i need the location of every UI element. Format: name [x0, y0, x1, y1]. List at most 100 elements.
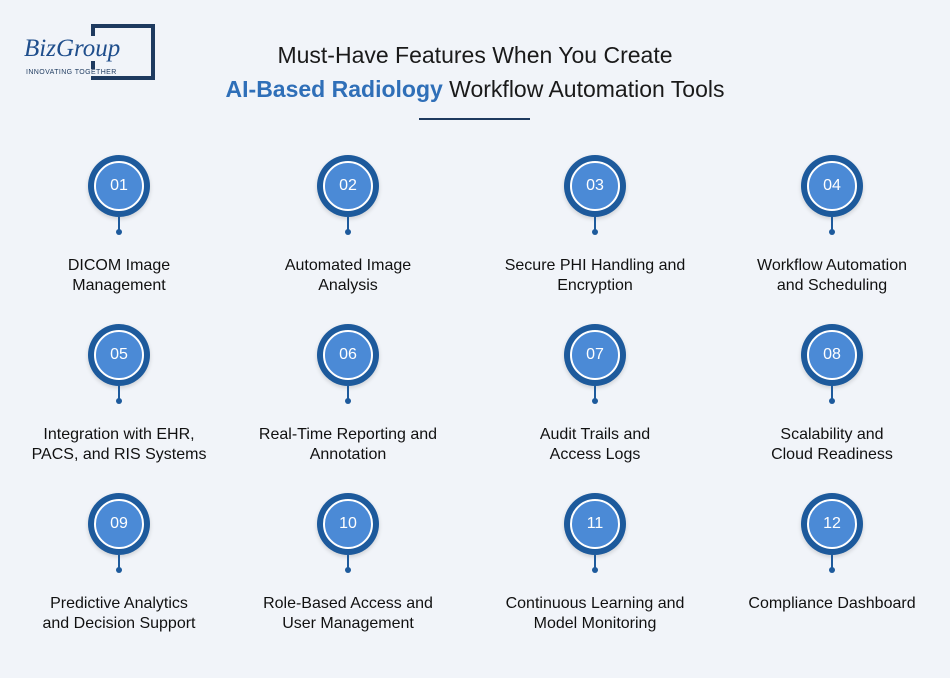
- title-line-1: Must-Have Features When You Create: [277, 42, 673, 68]
- connector-dot: [345, 398, 351, 404]
- feature-number-badge: 11: [564, 493, 626, 555]
- feature-label-line-2: PACS, and RIS Systems: [31, 446, 207, 463]
- feature-label-line-2: Access Logs: [549, 446, 641, 463]
- connector-line: [118, 555, 120, 569]
- connector-dot: [116, 229, 122, 235]
- feature-number: 05: [94, 330, 144, 380]
- feature-number-badge: 12: [801, 493, 863, 555]
- connector-dot: [592, 398, 598, 404]
- connector-dot: [592, 567, 598, 573]
- connector-dot: [829, 567, 835, 573]
- connector-line: [118, 386, 120, 400]
- connector-dot: [345, 229, 351, 235]
- feature-label-line-1: Real-Time Reporting and: [258, 426, 438, 443]
- feature-number: 09: [94, 499, 144, 549]
- feature-number-badge: 08: [801, 324, 863, 386]
- connector-line: [831, 386, 833, 400]
- feature-number-badge: 02: [317, 155, 379, 217]
- bizgroup-logo: BizGroup INNOVATING TOGETHER: [24, 24, 158, 84]
- connector-line: [594, 217, 596, 231]
- feature-label-line-1: Audit Trails and: [539, 426, 651, 443]
- connector-line: [831, 555, 833, 569]
- feature-label-line-1: Secure PHI Handling and: [504, 257, 686, 274]
- feature-label-line-2: Management: [72, 277, 166, 294]
- title-rest: Workflow Automation Tools: [442, 76, 725, 102]
- feature-number-badge: 07: [564, 324, 626, 386]
- feature-label: Integration with EHR, PACS, and RIS Syste…: [9, 425, 229, 465]
- connector-line: [831, 217, 833, 231]
- feature-label: Compliance Dashboard: [722, 594, 942, 614]
- connector-dot: [829, 229, 835, 235]
- feature-number: 07: [570, 330, 620, 380]
- feature-label-line-1: Workflow Automation: [757, 257, 907, 274]
- feature-number: 06: [323, 330, 373, 380]
- feature-label-line-2: and Scheduling: [776, 277, 888, 294]
- feature-number: 12: [807, 499, 857, 549]
- feature-label-line-1: Continuous Learning and: [505, 595, 685, 612]
- feature-label-line-1: Compliance Dashboard: [748, 595, 916, 612]
- feature-number: 03: [570, 161, 620, 211]
- feature-number: 11: [570, 499, 620, 549]
- page-title: Must-Have Features When You Create AI-Ba…: [0, 38, 950, 106]
- feature-number-badge: 01: [88, 155, 150, 217]
- feature-number-badge: 05: [88, 324, 150, 386]
- connector-dot: [592, 229, 598, 235]
- feature-label-line-1: Role-Based Access and: [263, 595, 433, 612]
- feature-label-line-1: Automated Image: [284, 257, 412, 274]
- feature-number: 04: [807, 161, 857, 211]
- feature-label-line-2: User Management: [282, 615, 414, 632]
- feature-label-line-1: Scalability and: [780, 426, 884, 443]
- title-accent: AI-Based Radiology: [225, 76, 443, 102]
- feature-number: 08: [807, 330, 857, 380]
- connector-dot: [829, 398, 835, 404]
- connector-line: [594, 386, 596, 400]
- title-underline: [419, 118, 530, 120]
- feature-label: Predictive Analytics and Decision Support: [9, 594, 229, 634]
- feature-number-badge: 06: [317, 324, 379, 386]
- feature-number-badge: 04: [801, 155, 863, 217]
- feature-label-line-2: Annotation: [309, 446, 387, 463]
- feature-number: 02: [323, 161, 373, 211]
- feature-number: 01: [94, 161, 144, 211]
- title-line-2: AI-Based Radiology Workflow Automation T…: [0, 72, 950, 106]
- feature-label-line-1: Integration with EHR,: [43, 426, 195, 443]
- logo-tagline: INNOVATING TOGETHER: [26, 69, 120, 76]
- connector-line: [118, 217, 120, 231]
- feature-number-badge: 10: [317, 493, 379, 555]
- feature-label-line-2: Model Monitoring: [533, 615, 657, 632]
- connector-line: [347, 386, 349, 400]
- connector-line: [347, 217, 349, 231]
- feature-label-line-1: DICOM Image: [67, 257, 171, 274]
- feature-number-badge: 03: [564, 155, 626, 217]
- connector-line: [594, 555, 596, 569]
- logo-name: BizGroup: [24, 35, 123, 62]
- connector-dot: [345, 567, 351, 573]
- connector-dot: [116, 398, 122, 404]
- feature-label-line-1: Predictive Analytics: [50, 595, 188, 612]
- feature-label-line-2: Cloud Readiness: [771, 446, 893, 463]
- feature-number-badge: 09: [88, 493, 150, 555]
- feature-label-line-2: and Decision Support: [42, 615, 196, 632]
- feature-label: Workflow Automation and Scheduling: [722, 256, 942, 296]
- connector-line: [347, 555, 349, 569]
